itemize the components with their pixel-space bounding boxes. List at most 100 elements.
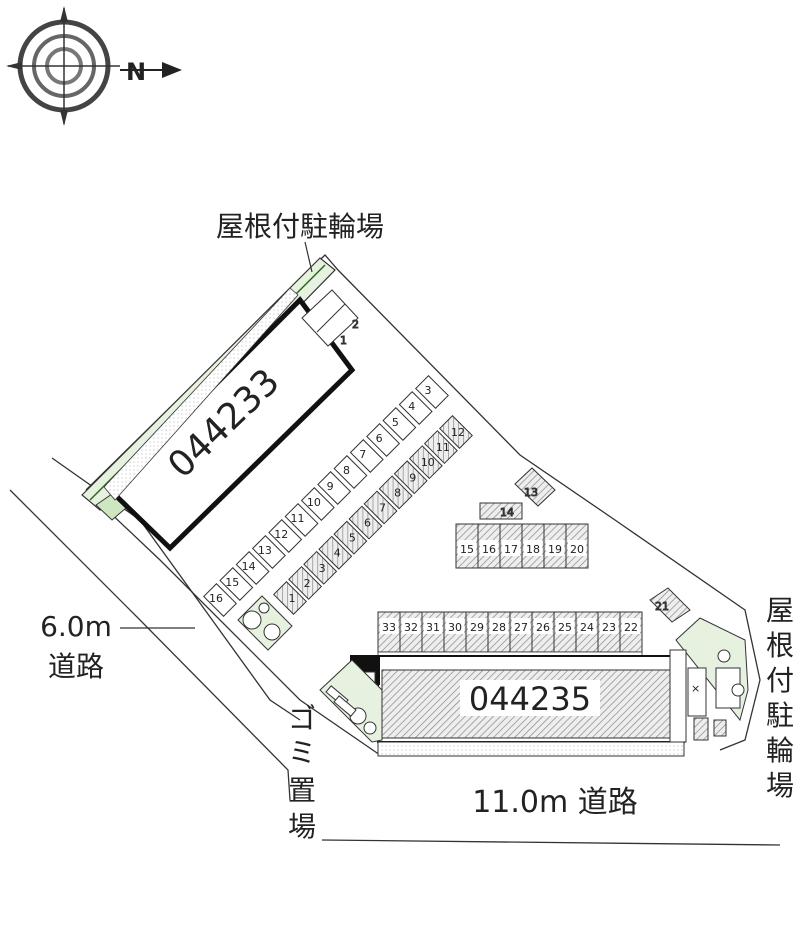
map-label: 屋 bbox=[766, 594, 794, 627]
roofed-bike-area-east: × bbox=[669, 617, 749, 743]
garbage-label: ゴ ミ 置 場 bbox=[288, 702, 316, 843]
parking-space-label: 8 bbox=[343, 464, 350, 477]
parking-space-label: 27 bbox=[514, 621, 528, 634]
parking-space-label: 14 bbox=[242, 560, 256, 573]
compass-icon: N bbox=[6, 6, 182, 126]
parking-space: 17 bbox=[499, 523, 523, 569]
map-label: × bbox=[691, 682, 700, 695]
parking-space-label: 28 bbox=[492, 621, 506, 634]
parking-space: 2 bbox=[288, 565, 323, 600]
parking-space: 30 bbox=[443, 611, 467, 653]
parking-space-label: 9 bbox=[409, 471, 416, 484]
parking-space: 13 bbox=[251, 535, 286, 569]
parking-space: 29 bbox=[465, 611, 489, 653]
parking-space: 16 bbox=[477, 523, 501, 569]
parking-space: 12 bbox=[268, 519, 303, 553]
parking-space-label: 30 bbox=[448, 621, 462, 634]
parking-space: 18 bbox=[521, 523, 545, 569]
parking-mid-singles: 13 14 bbox=[479, 467, 556, 520]
parking-space-label: 16 bbox=[209, 592, 223, 605]
parking-space: 3 bbox=[303, 550, 338, 585]
parking-space: 19 bbox=[543, 523, 567, 569]
parking-space-label: 21 bbox=[655, 600, 669, 613]
map-label: ミ bbox=[288, 736, 316, 769]
building-044233: 044233 bbox=[103, 287, 356, 552]
parking-space: 27 bbox=[509, 611, 533, 653]
map-label: 場 bbox=[288, 810, 316, 843]
parking-space: 12 bbox=[439, 415, 473, 449]
map-label: 駐 bbox=[766, 699, 794, 732]
parking-space: 20 bbox=[565, 523, 589, 569]
parking-space-label: 11 bbox=[291, 512, 305, 525]
parking-space: 15 bbox=[219, 567, 254, 601]
parking-space-label: 26 bbox=[536, 621, 550, 634]
parking-space-label: 33 bbox=[382, 621, 396, 634]
garbage-area bbox=[319, 659, 383, 743]
parking-space-label: 20 bbox=[570, 543, 584, 556]
parking-space: 31 bbox=[421, 611, 445, 653]
parking-space-label: 2 bbox=[352, 318, 359, 331]
parking-space-label: 13 bbox=[524, 486, 538, 499]
parking-space-label: 31 bbox=[426, 621, 440, 634]
parking-space-label: 4 bbox=[334, 547, 341, 560]
parking-space-label: 16 bbox=[482, 543, 496, 556]
parking-space-label: 5 bbox=[349, 532, 356, 545]
parking-space-label: 18 bbox=[526, 543, 540, 556]
parking-top-pair: 1 2 bbox=[301, 289, 360, 348]
parking-space-label: 3 bbox=[425, 384, 432, 397]
parking-space-label: 23 bbox=[602, 621, 616, 634]
parking-space-label: 32 bbox=[404, 621, 418, 634]
parking-space-label: 10 bbox=[421, 456, 435, 469]
north-label: N bbox=[126, 58, 146, 86]
building-044235: 044235 bbox=[350, 655, 685, 757]
parking-space: 4 bbox=[398, 391, 433, 425]
parking-space-label: 15 bbox=[460, 543, 474, 556]
parking-space: 23 bbox=[597, 611, 621, 653]
parking-space-label: 7 bbox=[359, 448, 366, 461]
parking-space: 26 bbox=[531, 611, 555, 653]
map-label: 場 bbox=[766, 769, 794, 802]
parking-space-label: 17 bbox=[504, 543, 518, 556]
parking-corner: 21 bbox=[649, 587, 691, 623]
parking-space-label: 11 bbox=[436, 441, 450, 454]
roofed-bike-label-right: 屋 根 付 駐 輪 場 bbox=[766, 594, 794, 802]
parking-space-label: 5 bbox=[392, 416, 399, 429]
parking-space: 33 bbox=[377, 611, 401, 653]
parking-space-label: 14 bbox=[500, 506, 514, 519]
parking-space: 6 bbox=[366, 423, 401, 457]
parking-space: 7 bbox=[363, 490, 398, 525]
parking-space: 32 bbox=[399, 611, 423, 653]
map-label: 付 bbox=[766, 664, 794, 697]
map-label: 6.0m bbox=[40, 610, 112, 643]
parking-space: 14 bbox=[235, 551, 270, 585]
road-label-left: 6.0m 道路 bbox=[40, 610, 112, 683]
parking-space-label: 8 bbox=[394, 486, 401, 499]
parking-space-label: 19 bbox=[548, 543, 562, 556]
parking-space: 25 bbox=[553, 611, 577, 653]
parking-space-label: 6 bbox=[376, 432, 383, 445]
parking-space: 5 bbox=[333, 520, 368, 555]
parking-space-label: 29 bbox=[470, 621, 484, 634]
parking-space-label: 1 bbox=[289, 592, 296, 605]
parking-space-label: 13 bbox=[258, 544, 272, 557]
map-label: ゴ bbox=[288, 702, 316, 735]
parking-space: 11 bbox=[284, 503, 319, 537]
parking-space: 10 bbox=[300, 487, 335, 521]
parking-space: 1 bbox=[273, 581, 307, 615]
building-044235-label: 044235 bbox=[469, 680, 591, 718]
map-label: 根 bbox=[766, 629, 794, 662]
parking-space-label: 9 bbox=[327, 480, 334, 493]
parking-space: 3 bbox=[415, 375, 449, 409]
parking-space-label: 15 bbox=[225, 576, 239, 589]
parking-space: 11 bbox=[423, 430, 458, 465]
parking-space: 8 bbox=[378, 475, 413, 510]
map-label: 置 bbox=[288, 774, 316, 807]
parking-space-label: 12 bbox=[451, 426, 465, 439]
parking-space-label: 10 bbox=[307, 496, 321, 509]
parking-space: 24 bbox=[575, 611, 599, 653]
parking-space: 9 bbox=[317, 471, 352, 505]
map-label: 輪 bbox=[766, 734, 794, 767]
